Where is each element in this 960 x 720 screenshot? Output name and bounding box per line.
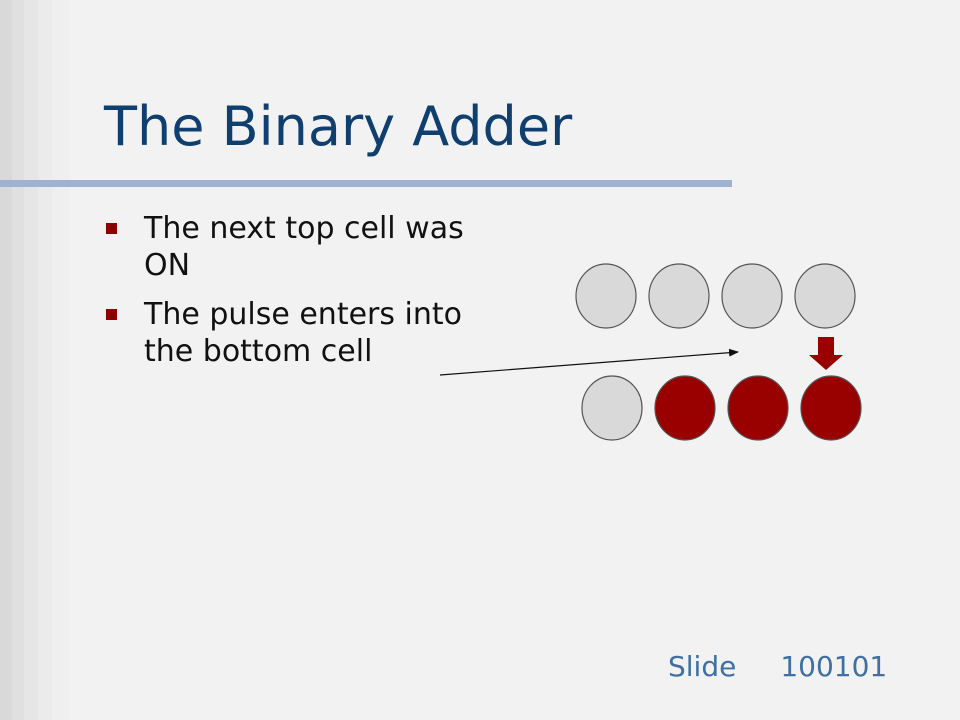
top-row-cell-off [794, 263, 856, 329]
bullet-list: The next top cell was ON The pulse enter… [106, 210, 466, 382]
slide-label: Slide [668, 650, 737, 683]
slide-footer: Slide 100101 [668, 650, 887, 683]
bullet-marker-icon [106, 309, 117, 320]
bottom-row-cell-off [581, 375, 643, 441]
pulse-down-arrow-icon [809, 337, 843, 370]
top-row-cell-off [575, 263, 637, 329]
bullet-text: The pulse enters into the bottom cell [144, 297, 463, 369]
slide-number: 100101 [780, 650, 888, 683]
bullet-marker-icon [106, 223, 117, 234]
title-underline [0, 180, 732, 187]
bottom-row-cell-on [727, 375, 789, 441]
bullet-item: The pulse enters into the bottom cell [106, 296, 466, 370]
bullet-text: The next top cell was ON [144, 211, 464, 283]
bottom-row-cell-on [654, 375, 716, 441]
bottom-row-cell-on [800, 375, 862, 441]
top-row-cell-off [721, 263, 783, 329]
slide-title: The Binary Adder [104, 95, 573, 158]
pointer-arrow [439, 348, 739, 376]
top-row-cell-off [648, 263, 710, 329]
bullet-item: The next top cell was ON [106, 210, 466, 284]
